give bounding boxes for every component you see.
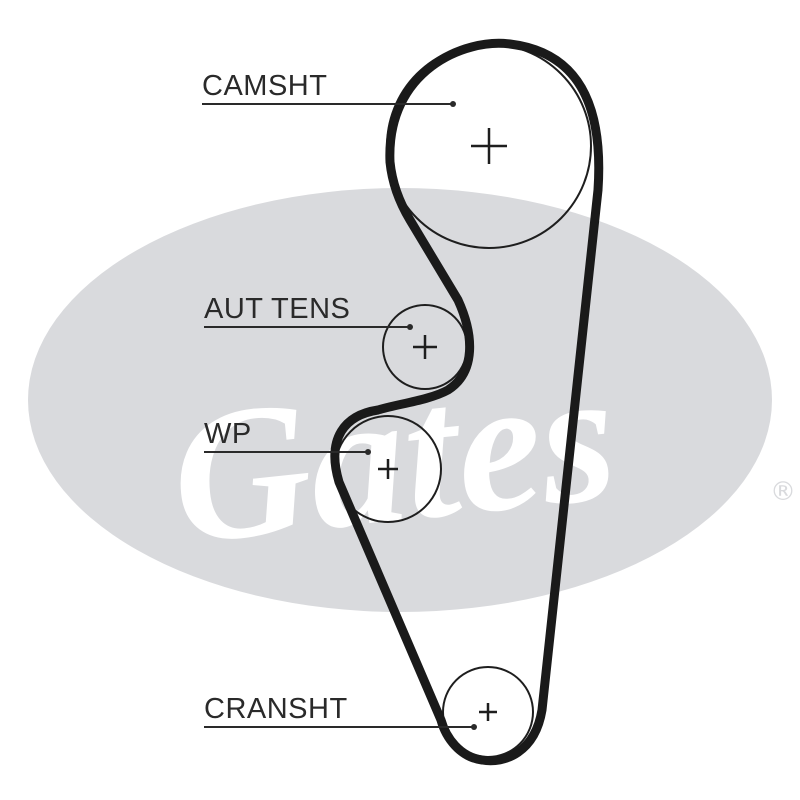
water-pump-leader-dot [365,449,371,455]
camshaft-label: CAMSHT [202,70,327,102]
camshaft-leader-dot [450,101,456,107]
timing-belt [330,38,604,766]
auto-tensioner-leader-dot [407,324,413,330]
water-pump-label: WP [204,418,252,450]
registered-mark: ® [770,477,796,507]
crankshaft-label: CRANSHT [204,693,348,725]
crankshaft-callout: CRANSHT [204,693,477,730]
water-pump-callout: WP [204,418,371,455]
watermark-wordmark: Gates [162,329,625,584]
camshaft-callout: CAMSHT [202,70,456,107]
auto-tensioner-callout: AUT TENS [204,293,413,330]
crankshaft-leader-dot [471,724,477,730]
auto-tensioner-label: AUT TENS [204,293,350,325]
